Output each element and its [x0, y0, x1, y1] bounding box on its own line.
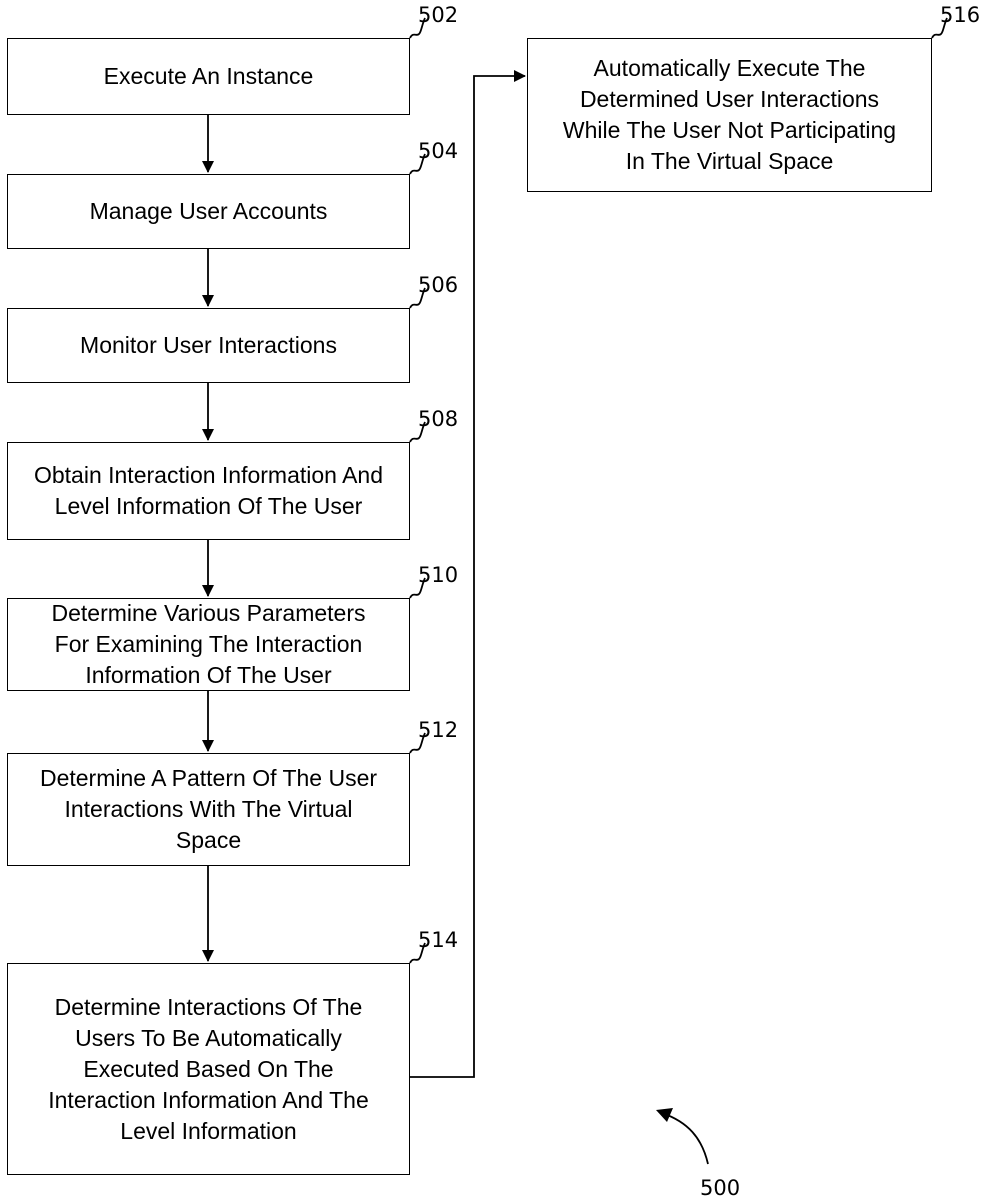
step-box-514: Determine Interactions Of The Users To B… — [7, 963, 410, 1175]
step-box-506: Monitor User Interactions — [7, 308, 410, 383]
figure-pointer-arrowhead — [656, 1108, 673, 1122]
figure-pointer-arrow — [662, 1113, 708, 1164]
step-box-502: Execute An Instance — [7, 38, 410, 115]
ref-label-506: 506 — [418, 273, 458, 297]
step-text-508: Obtain Interaction Information And Level… — [34, 460, 383, 522]
step-text-502: Execute An Instance — [104, 61, 314, 92]
step-text-512: Determine A Pattern Of The User Interact… — [40, 763, 377, 856]
step-box-504: Manage User Accounts — [7, 174, 410, 249]
step-text-504: Manage User Accounts — [90, 196, 328, 227]
step-text-510: Determine Various Parameters For Examini… — [51, 598, 365, 691]
step-text-514: Determine Interactions Of The Users To B… — [48, 992, 369, 1147]
step-text-506: Monitor User Interactions — [80, 330, 337, 361]
step-text-516: Automatically Execute The Determined Use… — [563, 53, 896, 177]
step-box-516: Automatically Execute The Determined Use… — [527, 38, 932, 192]
ref-label-508: 508 — [418, 407, 458, 431]
ref-label-502: 502 — [418, 3, 458, 27]
ref-label-512: 512 — [418, 718, 458, 742]
ref-label-516: 516 — [940, 3, 980, 27]
step-box-510: Determine Various Parameters For Examini… — [7, 598, 410, 691]
step-box-512: Determine A Pattern Of The User Interact… — [7, 753, 410, 866]
figure-ref-label: 500 — [700, 1176, 740, 1200]
step-box-508: Obtain Interaction Information And Level… — [7, 442, 410, 540]
ref-label-504: 504 — [418, 139, 458, 163]
ref-label-510: 510 — [418, 563, 458, 587]
ref-label-514: 514 — [418, 928, 458, 952]
